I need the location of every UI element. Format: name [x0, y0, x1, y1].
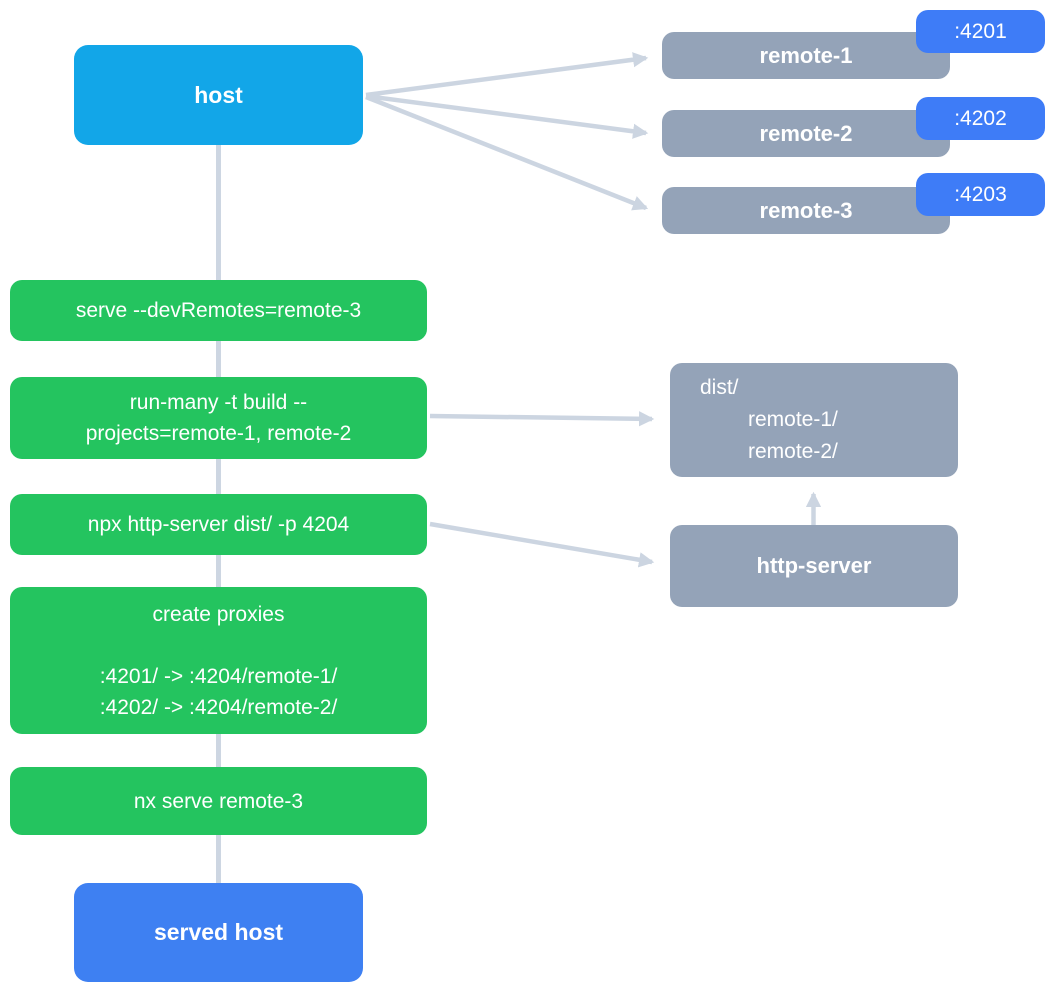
host-label: host: [194, 81, 243, 108]
step-run-many-build: run-many -t build -- projects=remote-1, …: [10, 377, 427, 459]
step-nx-serve-remote-3: nx serve remote-3: [10, 767, 427, 835]
step-run-many-build-line-1: run-many -t build --: [129, 391, 308, 414]
step-create-proxies-spacer: [10, 630, 427, 661]
step-npx-http-server-text: npx http-server dist/ -p 4204: [87, 513, 350, 536]
remote-2-port-badge: :4202: [916, 97, 1045, 140]
remote-2-node: remote-2: [662, 110, 950, 157]
remote-1-node: remote-1: [662, 32, 950, 79]
step-serve-dev-remotes-text: serve --devRemotes=remote-3: [75, 299, 362, 322]
remote-3-label: remote-3: [759, 197, 853, 223]
step-run-many-build-line-2: projects=remote-1, remote-2: [85, 422, 352, 445]
http-server-label: http-server: [756, 553, 872, 578]
served-host-node: served host: [74, 883, 363, 982]
dist-folder-remote-1: remote-1/: [748, 408, 838, 431]
remote-3-node: remote-3: [662, 187, 950, 234]
dist-folder-remote-2: remote-2/: [748, 440, 838, 463]
remote-1-port-badge: :4201: [916, 10, 1045, 53]
remote-1-port: :4201: [954, 19, 1007, 43]
step-create-proxies-rule-1: :4201/ -> :4204/remote-1/: [99, 664, 338, 688]
step-create-proxies-rule-2: :4202/ -> :4204/remote-2/: [99, 695, 338, 719]
step-npx-http-server: npx http-server dist/ -p 4204: [10, 494, 427, 555]
http-server-node: http-server: [670, 525, 958, 607]
host-node: host: [74, 45, 363, 145]
arrow-serve-to-http-server: [429, 521, 655, 568]
arrow-host-to-remote-2: [365, 93, 649, 139]
step-nx-serve-remote-3-text: nx serve remote-3: [133, 789, 304, 813]
served-host-label: served host: [153, 919, 284, 945]
arrow-host-to-remote-1: [365, 52, 649, 98]
step-create-proxies-title: create proxies: [152, 602, 285, 626]
arrow-build-to-dist: [429, 411, 655, 427]
remote-3-port: :4203: [954, 182, 1007, 206]
step-serve-dev-remotes: serve --devRemotes=remote-3: [10, 280, 427, 341]
step-create-proxies: create proxies :4201/ -> :4204/remote-1/…: [10, 587, 427, 734]
remote-2-label: remote-2: [759, 120, 853, 146]
remote-3-port-badge: :4203: [916, 173, 1045, 216]
dist-folder-node: dist/ remote-1/ remote-2/: [670, 363, 958, 477]
remote-2-port: :4202: [954, 106, 1007, 130]
arrow-host-to-remote-3: [365, 94, 649, 211]
remote-1-label: remote-1: [759, 42, 853, 68]
dist-folder-root: dist/: [700, 376, 739, 399]
